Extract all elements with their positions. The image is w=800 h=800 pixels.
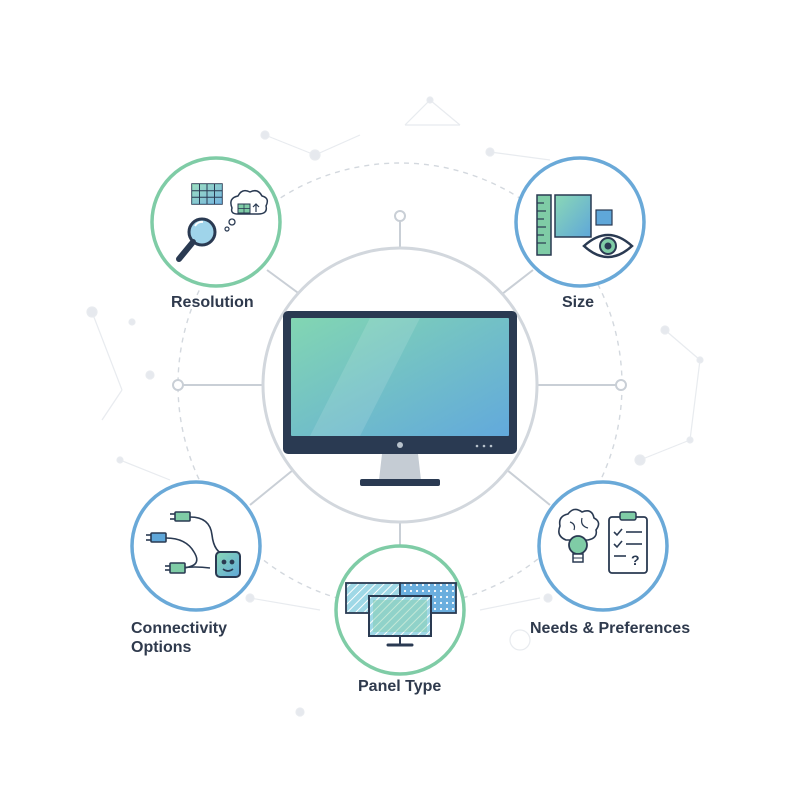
stacked-panels-icon xyxy=(345,582,457,647)
node-panel xyxy=(334,544,466,676)
connector-endpoints xyxy=(172,210,627,391)
connectivity-label: Connectivity Options xyxy=(131,619,227,657)
node-needs: ? xyxy=(537,480,669,612)
connectors xyxy=(178,218,621,548)
node-connectivity xyxy=(130,480,262,612)
size-label: Size xyxy=(562,294,595,311)
connectivity-label-line-2: Options xyxy=(131,639,192,656)
node-size xyxy=(514,156,646,288)
brain-checklist-icon: ? xyxy=(558,508,648,574)
background-network xyxy=(86,96,704,717)
magnifier-pixel-grid-icon xyxy=(176,183,269,262)
cables-plug-icon xyxy=(146,511,241,578)
connectivity-label-line-1: Connectivity xyxy=(131,620,228,637)
svg-text:?: ? xyxy=(631,552,640,568)
node-resolution xyxy=(150,156,282,288)
ruler-square-eye-icon xyxy=(536,194,634,259)
resolution-label: Resolution xyxy=(171,294,254,311)
needs-preferences-label: Needs & Preferences xyxy=(530,620,691,637)
desktop-monitor-icon xyxy=(283,311,517,486)
panel-type-label: Panel Type xyxy=(358,678,442,695)
